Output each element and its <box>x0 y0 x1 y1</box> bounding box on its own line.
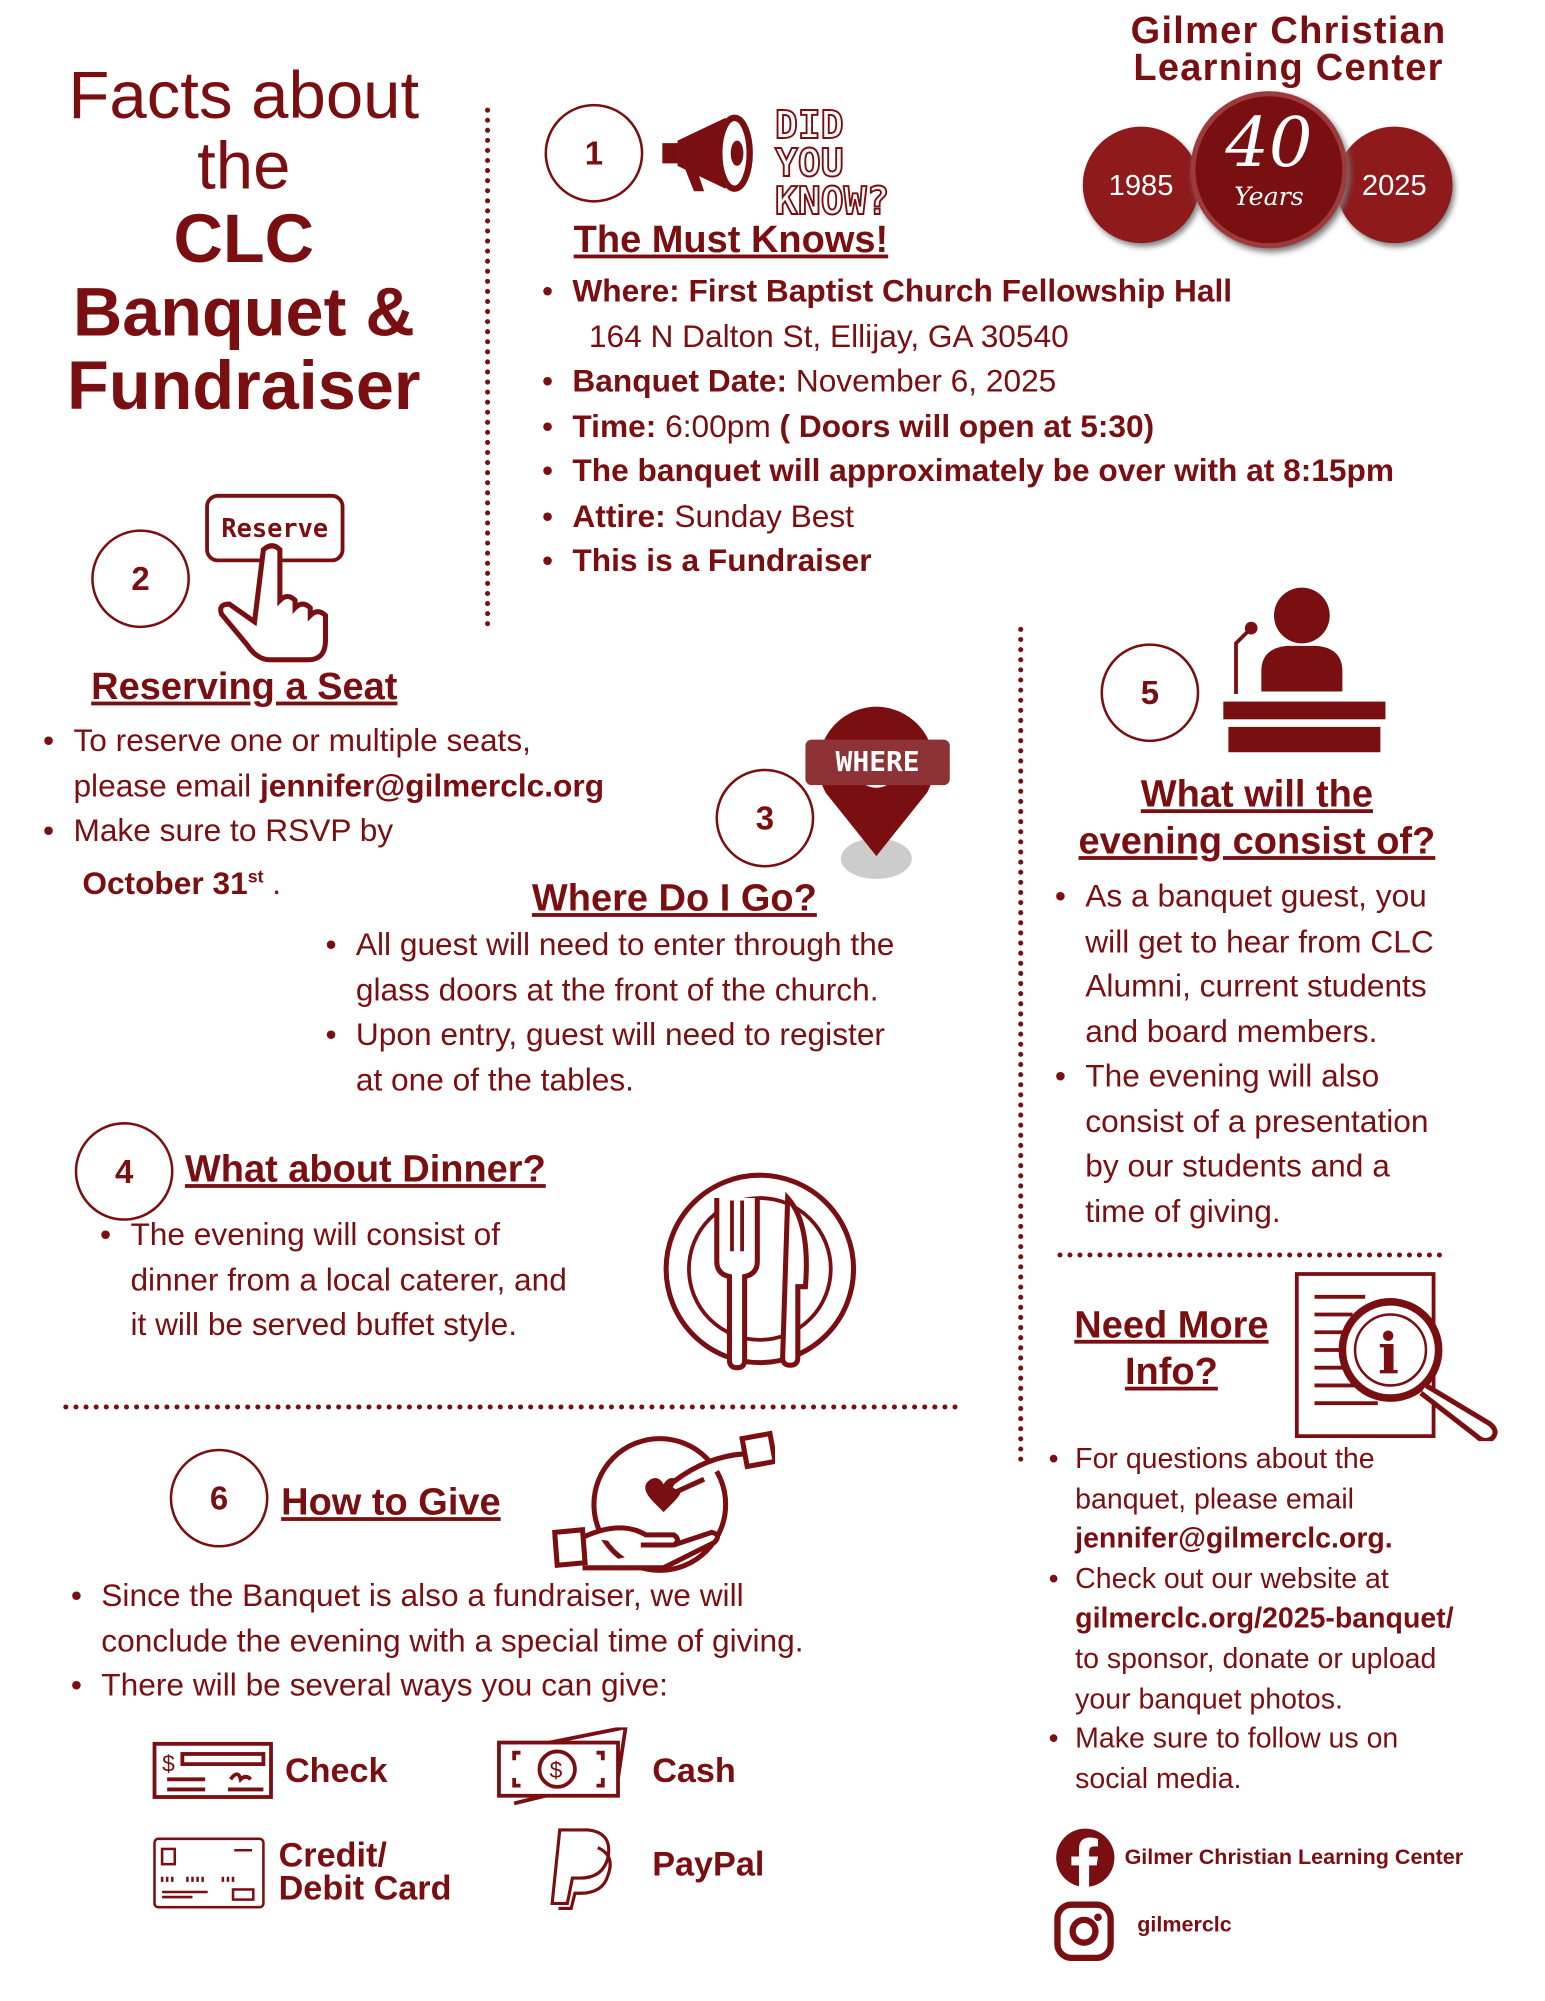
list-item: Check out our website atgilmerclc.org/20… <box>1049 1559 1454 1719</box>
step-number-1: 1 <box>544 103 644 203</box>
info-heading: Need More Info? <box>1051 1302 1292 1396</box>
email-link[interactable]: jennifer@gilmerclc.org <box>260 768 605 804</box>
email-link[interactable]: jennifer@gilmerclc.org. <box>1075 1522 1393 1555</box>
logo-line: Gilmer Christian <box>1130 10 1447 52</box>
svg-text:$: $ <box>162 1751 175 1777</box>
list-item: The banquet will approximately be over w… <box>542 450 1394 495</box>
info-document-magnifier-icon: i <box>1294 1272 1498 1442</box>
list-item: There will be several ways you can give: <box>71 1664 803 1709</box>
step-number-3: 3 <box>715 768 815 868</box>
list-item: Time: 6:00pm ( Doors will open at 5:30) <box>542 405 1394 450</box>
page-title: Facts about the CLC Banquet & Fundraiser <box>25 58 462 425</box>
did-you-know-label: DID YOU KNOW? <box>774 103 890 225</box>
section-heading: Where Do I Go? <box>531 877 817 920</box>
heading-line: What will the <box>1140 773 1373 816</box>
list-item: Attire: Sunday Best <box>542 495 1394 540</box>
year-end: 2025 <box>1361 167 1427 201</box>
title-line: Facts about <box>68 58 420 133</box>
heading-line: evening consist of? <box>1078 820 1436 863</box>
where-list: All guest will need to enter through the… <box>325 923 895 1103</box>
logo-badge-center: 40 Years <box>1190 91 1348 249</box>
title-line: Fundraiser <box>67 348 421 425</box>
where-pin-label: WHERE <box>835 747 920 779</box>
step-number-4: 4 <box>74 1122 174 1221</box>
list-item: Upon entry, guest will need to registera… <box>325 1013 895 1103</box>
svg-text:$: $ <box>550 1757 563 1783</box>
reserve-list: To reserve one or multiple seats,please … <box>43 719 605 907</box>
divider-horizontal <box>63 1404 959 1410</box>
instagram-label[interactable]: gilmerclc <box>1137 1912 1232 1937</box>
heading-line: Info? <box>1124 1351 1218 1394</box>
give-list: Since the Banquet is also a fundraiser, … <box>71 1574 804 1709</box>
section-heading: What will the evening consist of? <box>1051 771 1463 865</box>
title-line: CLC <box>173 201 315 278</box>
list-item: To reserve one or multiple seats,please … <box>43 719 605 809</box>
step-number-5: 5 <box>1100 643 1200 743</box>
facebook-label[interactable]: Gilmer Christian Learning Center <box>1124 1845 1464 1870</box>
payment-paypal-label: PayPal <box>652 1845 765 1884</box>
payment-card-label: Credit/ Debit Card <box>278 1836 452 1908</box>
payment-cash-label: Cash <box>652 1751 736 1790</box>
section-heading: Reserving a Seat <box>91 666 398 708</box>
svg-text:i: i <box>1378 1322 1399 1387</box>
credit-card-icon <box>153 1837 265 1909</box>
heading-line: Need More <box>1074 1304 1269 1347</box>
paypal-icon <box>550 1828 612 1911</box>
list-item: All guest will need to enter through the… <box>325 923 894 1013</box>
list-item: Where: First Baptist Church Fellowship H… <box>542 270 1394 315</box>
megaphone-icon <box>662 114 753 192</box>
logo-badge-left: 1985 <box>1082 126 1200 244</box>
plate-fork-knife-icon <box>663 1172 857 1371</box>
list-item: Since the Banquet is also a fundraiser, … <box>71 1574 804 1664</box>
section-heading: How to Give <box>281 1481 501 1524</box>
pointing-hand-icon <box>218 543 328 663</box>
card-label-line: Debit Card <box>278 1869 452 1908</box>
instagram-icon[interactable] <box>1052 1900 1115 1963</box>
logo: Gilmer Christian Learning Center <box>1064 10 1514 89</box>
divider-horizontal <box>1057 1252 1443 1258</box>
list-item: This is a Fundraiser <box>542 539 1394 584</box>
giving-hands-icon <box>552 1430 776 1573</box>
website-link[interactable]: gilmerclc.org/2025-banquet/ <box>1075 1602 1454 1635</box>
cash-icon: $ <box>497 1727 628 1806</box>
podium-speaker-icon <box>1223 587 1386 753</box>
section-heading: What about Dinner? <box>184 1148 546 1191</box>
step-number-6: 6 <box>169 1448 269 1548</box>
logo-badge-right: 2025 <box>1336 126 1453 244</box>
location-pin-icon <box>805 706 950 879</box>
list-item-address: 164 N Dalton St, Ellijay, GA 30540 <box>588 318 1069 354</box>
check-icon: $ <box>152 1741 273 1799</box>
facebook-icon[interactable] <box>1055 1827 1116 1889</box>
reserve-label: Reserve <box>221 512 329 544</box>
badge-word: Years <box>1234 181 1304 212</box>
card-label-line: Credit/ <box>278 1836 387 1875</box>
must-knows-list: Where: First Baptist Church Fellowship H… <box>542 270 1394 585</box>
title-line: the <box>197 129 291 204</box>
logo-line: Learning Center <box>1133 46 1444 89</box>
year-start: 1985 <box>1108 167 1174 201</box>
step-number-2: 2 <box>91 529 190 629</box>
badge-number: 40 <box>1225 102 1313 183</box>
list-item: Banquet Date: November 6, 2025 <box>542 360 1394 405</box>
payment-check-label: Check <box>284 1751 388 1790</box>
divider-vertical <box>1018 626 1024 1463</box>
title-line: Banquet & <box>72 274 415 351</box>
divider-vertical <box>485 107 491 627</box>
section-heading: The Must Knows! <box>573 219 889 261</box>
